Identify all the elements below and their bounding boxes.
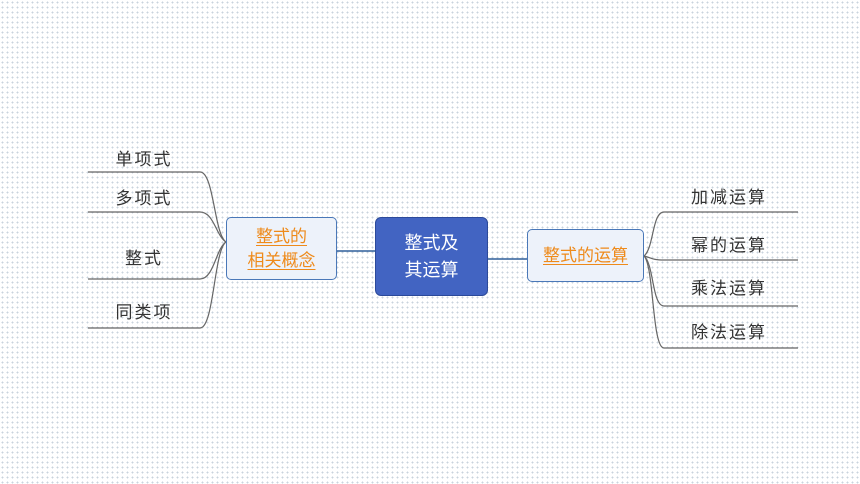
branch-right-4 [643,255,798,349]
branch-right-2 [643,255,798,261]
leaf-monomial: 单项式 [115,150,173,170]
leaf-division: 除法运算 [691,323,767,343]
branch-right-3 [643,255,798,307]
subtopic-right-label[interactable]: 整式的运算 [543,245,628,266]
branch-left-1 [88,171,227,243]
branch-left-2 [88,211,227,243]
central-topic-line1: 整式及 [404,232,459,254]
leaf-multiplication: 乘法运算 [691,279,767,299]
subtopic-left-line1[interactable]: 整式的 [256,226,307,247]
central-topic-line2: 其运算 [404,259,459,281]
subtopic-related-concepts[interactable]: 整式的 相关概念 [226,217,337,280]
leaf-like-terms: 同类项 [115,303,173,323]
branch-left-4 [88,241,227,329]
subtopic-operations[interactable]: 整式的运算 [527,229,644,282]
subtopic-left-line2[interactable]: 相关概念 [247,250,316,271]
leaf-power-operations: 幂的运算 [691,236,767,256]
leaf-integral-expression: 整式 [125,249,163,269]
branch-right-1 [643,211,798,257]
central-topic-node[interactable]: 整式及 其运算 [375,217,488,296]
leaf-addition-subtraction: 加减运算 [691,188,767,208]
leaf-polynomial: 多项式 [115,189,173,209]
